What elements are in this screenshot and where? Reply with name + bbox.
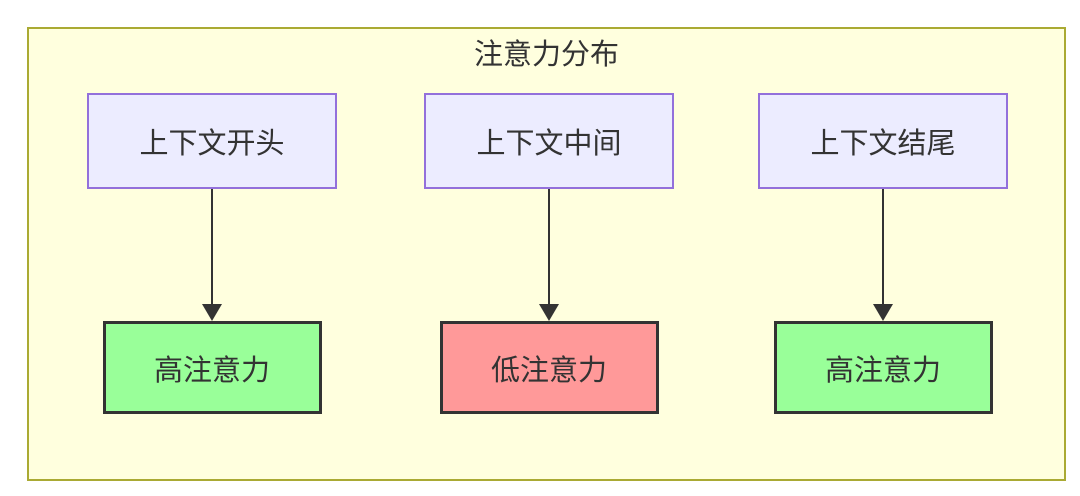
arrowhead-down-icon	[202, 304, 222, 321]
node-low-attention: 低注意力	[439, 321, 659, 414]
arrowhead-down-icon	[539, 304, 559, 321]
node-context-start: 上下文开头	[87, 93, 337, 189]
node-context-middle: 上下文中间	[424, 93, 674, 189]
arrow-middle-to-low	[539, 189, 559, 321]
node-context-end: 上下文结尾	[758, 93, 1008, 189]
column-context-start: 上下文开头 高注意力	[87, 93, 337, 414]
arrow-end-to-high	[873, 189, 893, 321]
arrowhead-down-icon	[873, 304, 893, 321]
arrow-line	[211, 189, 213, 305]
arrow-start-to-high	[202, 189, 222, 321]
node-high-attention-left: 高注意力	[102, 321, 322, 414]
cluster-title: 注意力分布	[473, 37, 619, 71]
attention-cluster: 注意力分布 上下文开头 高注意力 上下文中间 低注意力 上下文结尾 高注意力	[27, 27, 1066, 481]
arrow-line	[882, 189, 884, 305]
column-context-end: 上下文结尾 高注意力	[758, 93, 1008, 414]
column-context-middle: 上下文中间 低注意力	[424, 93, 674, 414]
node-high-attention-right: 高注意力	[773, 321, 993, 414]
arrow-line	[548, 189, 550, 305]
